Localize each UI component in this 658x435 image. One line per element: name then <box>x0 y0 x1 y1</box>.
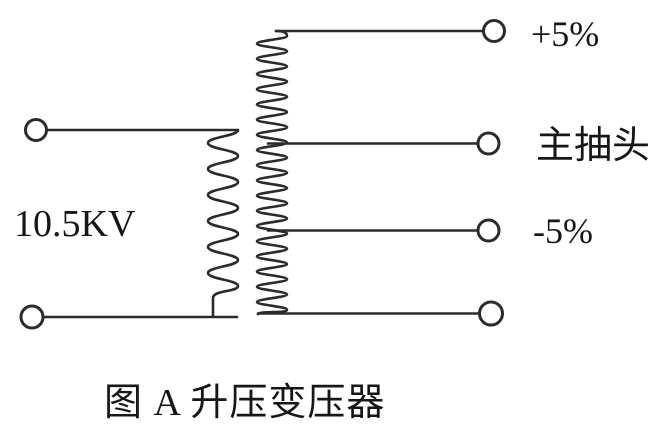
primary-voltage-label: 10.5KV <box>14 203 136 245</box>
terminal-tap-plus5 <box>482 19 506 43</box>
terminal-tap-main <box>476 131 501 156</box>
tap-label-minus5: -5% <box>533 211 593 251</box>
terminal-secondary-bottom <box>478 300 504 327</box>
tap-label-plus5: +5% <box>531 14 599 54</box>
tap-label-main: 主抽头 <box>536 125 650 167</box>
terminal-primary-bottom <box>19 304 45 330</box>
secondary-winding-coil <box>255 29 289 316</box>
terminal-primary-top <box>24 118 48 142</box>
primary-winding-coil <box>206 128 240 318</box>
figure-caption: 图 A 升压变压器 <box>104 382 385 424</box>
terminal-tap-minus5 <box>476 218 501 243</box>
